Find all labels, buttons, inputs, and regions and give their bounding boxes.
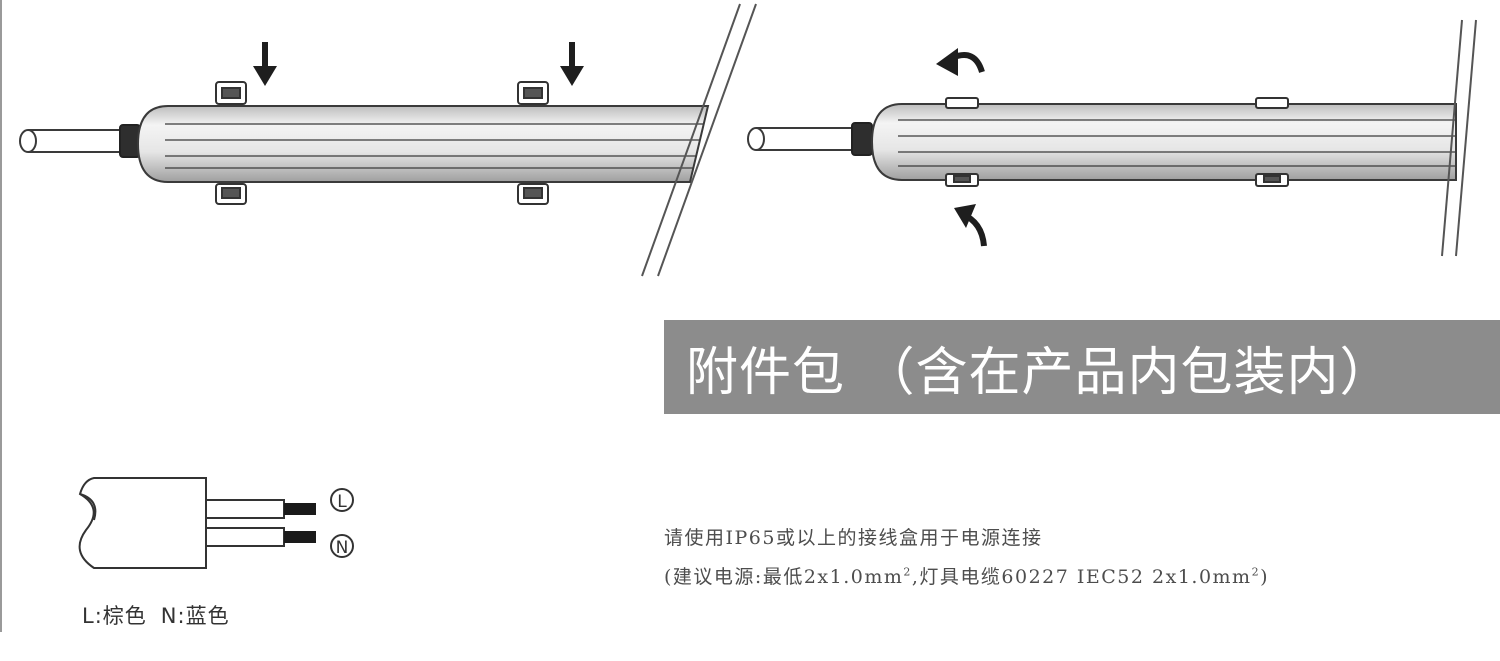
wiring-diagram xyxy=(78,477,354,569)
install-note-line1: 请使用IP65或以上的接线盒用于电源连接 xyxy=(664,527,1043,549)
terminal-neutral-label: N xyxy=(336,538,349,558)
terminal-live-icon xyxy=(330,488,354,512)
superscript: 2 xyxy=(903,565,912,579)
legend-live: L:棕色 xyxy=(82,604,147,628)
left-border xyxy=(0,0,2,632)
terminal-live-label: L xyxy=(337,492,347,512)
down-arrow-icon xyxy=(560,42,584,86)
note-part-3: ) xyxy=(1260,566,1270,588)
wire-neutral xyxy=(205,527,285,547)
cable-right xyxy=(756,127,856,151)
cable-left xyxy=(28,129,122,153)
rotate-arrow-icon xyxy=(954,204,987,247)
fixture-left xyxy=(19,105,710,183)
wire-color-legend: L:棕色 N:蓝色 xyxy=(82,600,230,630)
terminal-neutral-icon xyxy=(330,534,354,558)
rotate-arrow-icon xyxy=(936,48,985,76)
cable-sheath xyxy=(78,477,207,569)
tube-body-left xyxy=(136,105,710,183)
note-part-2: ,灯具电缆60227 IEC52 2x1.0mm xyxy=(911,566,1252,588)
clip-icon xyxy=(945,97,1289,187)
fixture-right xyxy=(747,103,1457,181)
cable-gland-right xyxy=(851,122,873,156)
banner-title: 附件包 （含在产品内包装内） xyxy=(686,342,1393,403)
cut-line-icon xyxy=(641,3,757,277)
wire-live xyxy=(205,499,285,519)
accessory-banner: 附件包 （含在产品内包装内） xyxy=(664,320,1500,414)
legend-neutral: N:蓝色 xyxy=(160,604,230,628)
note-part-1: (建议电源:最低2x1.0mm xyxy=(664,566,904,588)
down-arrow-icon xyxy=(253,42,277,86)
clip-icon xyxy=(517,81,549,205)
cable-gland-left xyxy=(119,124,141,158)
clip-icon xyxy=(215,81,247,205)
tube-body-right xyxy=(870,103,1457,181)
superscript: 2 xyxy=(1251,565,1261,579)
install-note-line2: (建议电源:最低2x1.0mm2,灯具电缆60227 IEC52 2x1.0mm… xyxy=(664,562,1269,589)
cut-line-icon xyxy=(1441,19,1477,257)
